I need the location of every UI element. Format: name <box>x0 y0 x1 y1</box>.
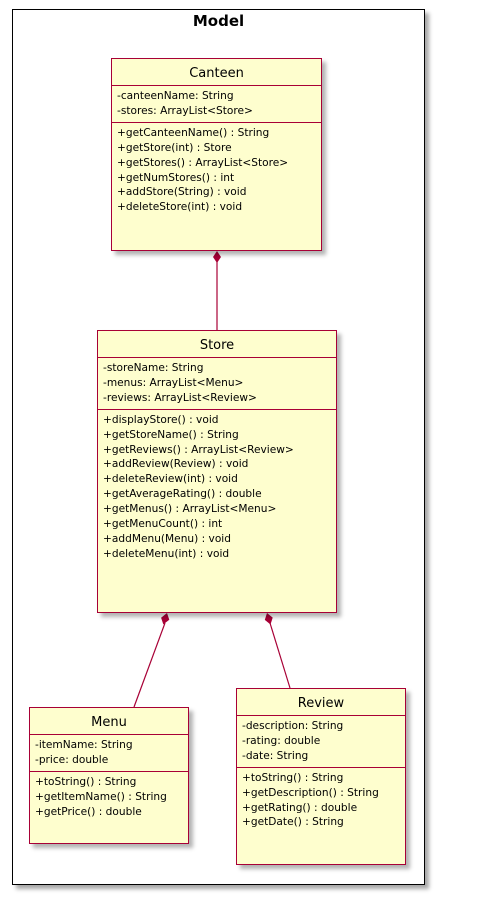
method: +getRating() : double <box>242 801 358 814</box>
package-title: Model <box>192 12 245 30</box>
method: +addStore(String) : void <box>117 186 247 199</box>
method: +addMenu(Menu) : void <box>103 532 231 545</box>
method: +getStores() : ArrayList<Store> <box>117 156 289 169</box>
method: +toString() : String <box>242 771 344 784</box>
class-store: Store -storeName: String -menus: ArrayLi… <box>97 330 337 613</box>
class-menu: Menu -itemName: String -price: double +t… <box>29 707 189 844</box>
class-canteen: Canteen -canteenName: String -stores: Ar… <box>111 58 322 251</box>
method: +getCanteenName() : String <box>117 126 270 139</box>
method: +getAverageRating() : double <box>103 488 262 501</box>
method: +getDescription() : String <box>242 786 379 799</box>
method: +getItemName() : String <box>35 790 167 803</box>
method: +getDate() : String <box>242 816 344 829</box>
attribute: -reviews: ArrayList<Review> <box>103 391 257 404</box>
class-name: Menu <box>30 708 188 735</box>
method: +getNumStores() : int <box>117 171 235 184</box>
method: +getStore(int) : Store <box>117 141 232 154</box>
attributes-section: -storeName: String -menus: ArrayList<Men… <box>98 358 336 410</box>
class-name: Store <box>98 331 336 358</box>
attribute: -menus: ArrayList<Menu> <box>103 376 244 389</box>
method: +displayStore() : void <box>103 413 219 426</box>
attribute: -canteenName: String <box>117 90 234 102</box>
attribute: -date: String <box>242 749 309 762</box>
method: +addReview(Review) : void <box>103 458 249 471</box>
method: +deleteReview(int) : void <box>103 473 238 486</box>
attribute: -price: double <box>35 753 109 766</box>
attributes-section: -itemName: String -price: double <box>30 735 188 772</box>
method: +getMenus() : ArrayList<Menu> <box>103 503 277 516</box>
method: +getPrice() : double <box>35 805 142 818</box>
method: +toString() : String <box>35 775 137 788</box>
attribute: -itemName: String <box>35 739 133 751</box>
method: +deleteStore(int) : void <box>117 201 243 214</box>
attribute: -stores: ArrayList<Store> <box>117 104 253 117</box>
class-name: Review <box>237 689 405 716</box>
class-name: Canteen <box>112 59 321 86</box>
method: +getStoreName() : String <box>103 428 239 441</box>
methods-section: +toString() : String +getItemName() : St… <box>30 772 188 823</box>
class-review: Review -description: String -rating: dou… <box>236 688 406 865</box>
method: +getReviews() : ArrayList<Review> <box>103 443 294 456</box>
attribute: -description: String <box>242 720 344 732</box>
method: +getMenuCount() : int <box>103 518 223 531</box>
attribute: -rating: double <box>242 734 321 747</box>
methods-section: +toString() : String +getDescription() :… <box>237 768 405 834</box>
attributes-section: -canteenName: String -stores: ArrayList<… <box>112 86 321 123</box>
attribute: -storeName: String <box>103 362 204 374</box>
methods-section: +displayStore() : void +getStoreName() :… <box>98 410 336 565</box>
method: +deleteMenu(int) : void <box>103 547 230 560</box>
attributes-section: -description: String -rating: double -da… <box>237 716 405 768</box>
methods-section: +getCanteenName() : String +getStore(int… <box>112 123 321 218</box>
